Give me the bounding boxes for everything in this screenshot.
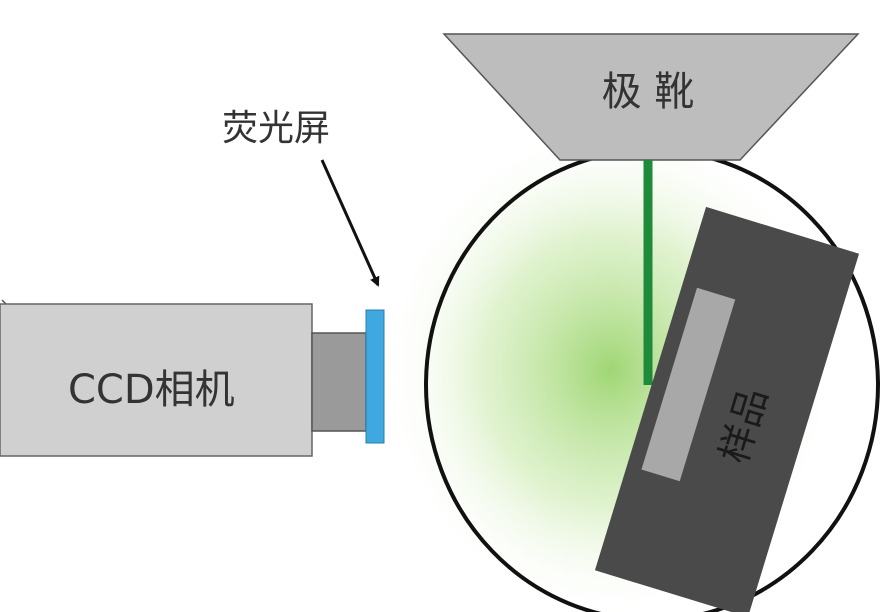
sample-body bbox=[594, 206, 860, 612]
camera-lens bbox=[311, 332, 367, 432]
sample-window bbox=[641, 287, 736, 482]
pole-piece-label: 极 靴 bbox=[602, 69, 695, 115]
screen-label: 荧光屏 bbox=[222, 108, 330, 149]
camera-label: CCD相机 bbox=[68, 367, 235, 413]
phosphor-screen bbox=[365, 309, 385, 444]
camera-body bbox=[0, 303, 313, 457]
sample: 样品 bbox=[594, 206, 860, 612]
screen-pointer-arrow bbox=[320, 159, 380, 287]
pole-piece bbox=[442, 33, 860, 161]
